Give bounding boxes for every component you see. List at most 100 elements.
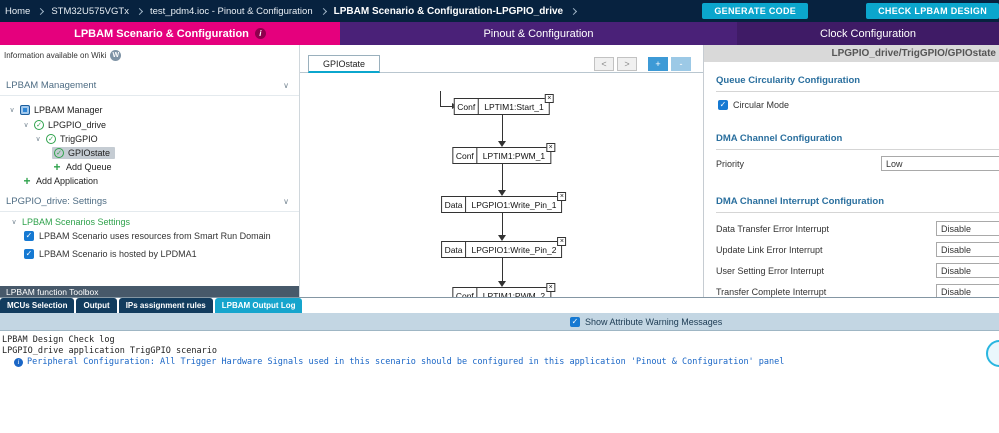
delete-node-icon[interactable]: × [544,94,554,103]
chevron-down-icon[interactable]: ∨ [23,122,29,129]
breadcrumb: Home STM32U575VGTx test_pdm4.ioc - Pinou… [0,5,578,17]
tree-item-triggpio[interactable]: ∨ ✓ TrigGPIO [34,132,98,146]
tab-label: LPBAM Scenario & Configuration [74,27,249,40]
flow-node-lptim1-pwm-1[interactable]: Conf LPTIM1:PWM_1 × [451,143,556,164]
zoom-out-button[interactable]: - [671,57,691,71]
canvas-prev-button[interactable]: < [594,57,614,71]
section-title: LPBAM Management [6,80,97,91]
breadcrumb-project[interactable]: test_pdm4.ioc - Pinout & Configuration [149,5,313,17]
tab-mcus-selection[interactable]: MCUs Selection [0,298,75,313]
log-filter-strip: ✓ Show Attribute Warning Messages [0,313,999,331]
node-kind: Data [442,197,467,212]
delete-node-icon[interactable]: × [546,143,556,152]
zoom-in-button[interactable]: + [648,57,668,71]
tab-ips-assignment-rules[interactable]: IPs assignment rules [118,298,213,313]
checkbox-circular-mode[interactable]: ✓ [718,100,728,110]
tree-item-gpiostate-selected[interactable]: ✓ GPIOstate [52,146,116,160]
entry-connector [439,91,441,107]
priority-label: Priority [716,159,745,169]
section-title: LPGPIO_drive: Settings [6,196,107,207]
priority-select[interactable]: Low ▾ [881,156,999,171]
chevron-right-icon [319,7,327,15]
tree-label: Add Application [36,176,99,186]
arrow-down-icon [497,190,506,196]
checkbox-smart-run-domain[interactable]: ✓ [24,231,34,241]
node-kind: Conf [453,148,478,163]
tree-label: TrigGPIO [60,134,98,144]
tree-item-lpbam-manager[interactable]: ∨ LPBAM Manager [8,103,103,117]
section-header-lpbam-management[interactable]: LPBAM Management ∨ [0,75,299,96]
scenario-canvas-panel: GPIOstate < > + - Conf LPTIM1:Start_1 × [300,45,703,297]
group-label: LPBAM Scenarios Settings [22,217,131,227]
node-kind: Conf [454,99,480,114]
transfer-complete-label: Transfer Complete Interrupt [716,287,827,297]
breadcrumb-home[interactable]: Home [5,5,31,17]
tree-item-add-queue[interactable]: + Add Queue [52,160,111,174]
wiki-note-row: Information available on Wiki W [4,48,122,63]
log-line: LPGPIO_drive application TrigGPIO scenar… [2,346,217,356]
hosted-by-lpdma1-checkbox-row: ✓ LPBAM Scenario is hosted by LPDMA1 [24,249,197,259]
chevron-right-icon [570,7,578,15]
canvas-next-button[interactable]: > [617,57,637,71]
tab-pinout-configuration[interactable]: Pinout & Configuration [340,22,737,45]
lpbam-management-panel: Information available on Wiki W LPBAM Ma… [0,45,300,297]
main-content: Information available on Wiki W LPBAM Ma… [0,45,999,297]
check-circle-icon: ✓ [54,148,64,158]
node-kind: Conf [453,288,478,297]
delete-node-icon[interactable]: × [557,192,567,201]
tree-label: GPIOstate [68,148,111,158]
update-link-error-select[interactable]: Disable ▾ [936,242,999,257]
tab-gpiostate-canvas[interactable]: GPIOstate [308,55,381,73]
selected-queue-title: LPGPIO_drive/TrigGPIO/GPIOstate [704,45,999,62]
flow-node-lptim1-pwm-2[interactable]: Conf LPTIM1:PWM_2 × [451,283,556,298]
breadcrumb-current-page[interactable]: LPBAM Scenario & Configuration-LPGPIO_dr… [333,5,564,17]
chevron-down-icon[interactable]: ∨ [9,107,15,114]
delete-node-icon[interactable]: × [557,237,567,246]
lpbam-scenarios-settings-group[interactable]: ∨ LPBAM Scenarios Settings [10,215,130,229]
generate-code-button[interactable]: GENERATE CODE [702,3,809,19]
tab-output[interactable]: Output [76,298,117,313]
chevron-down-icon[interactable]: ∨ [35,136,41,143]
arrow-down-icon [497,235,506,241]
check-lpbam-design-button[interactable]: CHECK LPBAM DESIGN [866,3,999,19]
chevron-down-icon: ∨ [283,197,289,206]
flow-canvas[interactable]: Conf LPTIM1:Start_1 × Conf LPTIM1:PWM_1 … [300,72,703,297]
checkbox-label: LPBAM Scenario uses resources from Smart… [39,231,271,241]
lpbam-manager-icon [20,105,30,115]
node-name: LPTIM1:Start_1 [484,101,544,112]
flow-node-lptim1-start-1[interactable]: Conf LPTIM1:Start_1 × [453,94,554,115]
breadcrumb-mcu[interactable]: STM32U575VGTx [51,5,129,17]
log-line-info: i Peripheral Configuration: All Trigger … [2,357,999,368]
chevron-down-icon[interactable]: ∨ [11,219,17,226]
user-setting-error-select[interactable]: Disable ▾ [936,263,999,278]
checkbox-show-attribute-warnings[interactable]: ✓ [570,317,580,327]
log-line: LPBAM Design Check log [2,335,115,345]
connector-line [501,213,503,235]
section-header-lpbam-function-toolbox[interactable]: LPBAM function Toolbox [0,286,299,297]
data-transfer-error-select[interactable]: Disable ▾ [936,221,999,236]
node-name: LPTIM1:PWM_2 [482,290,546,298]
flow-node-lpgpio1-write-pin-2[interactable]: Data LPGPIO1:Write_Pin_2 × [440,237,567,258]
tab-clock-configuration[interactable]: Clock Configuration [737,22,999,45]
info-icon[interactable]: i [254,28,266,39]
topbar-actions: GENERATE CODE CHECK LPBAM DESIGN [702,3,999,19]
checkbox-label: LPBAM Scenario is hosted by LPDMA1 [39,249,197,259]
flow-node-lpgpio1-write-pin-1[interactable]: Data LPGPIO1:Write_Pin_1 × [440,192,567,213]
checkbox-hosted-by-lpdma1[interactable]: ✓ [24,249,34,259]
circular-mode-row: ✓ Circular Mode [718,100,789,110]
wiki-note-text: Information available on Wiki [4,51,107,60]
chevron-right-icon [37,7,45,15]
transfer-complete-select[interactable]: Disable ▾ [936,284,999,297]
user-setting-error-label: User Setting Error Interrupt [716,266,825,276]
wiki-icon[interactable]: W [110,50,122,61]
node-name: LPTIM1:PWM_1 [482,150,546,161]
tab-lpbam-scenario-configuration[interactable]: LPBAM Scenario & Configuration i [0,22,340,45]
tree-item-lpgpio-drive[interactable]: ∨ ✓ LPGPIO_drive [22,118,106,132]
select-value: Disable [941,223,972,234]
section-header-lpgpio-drive-settings[interactable]: LPGPIO_drive: Settings ∨ [0,191,299,212]
select-value: Low [886,158,903,169]
tree-item-add-application[interactable]: + Add Application [22,174,98,188]
delete-node-icon[interactable]: × [546,283,556,292]
tab-lpbam-output-log[interactable]: LPBAM Output Log [214,298,303,313]
